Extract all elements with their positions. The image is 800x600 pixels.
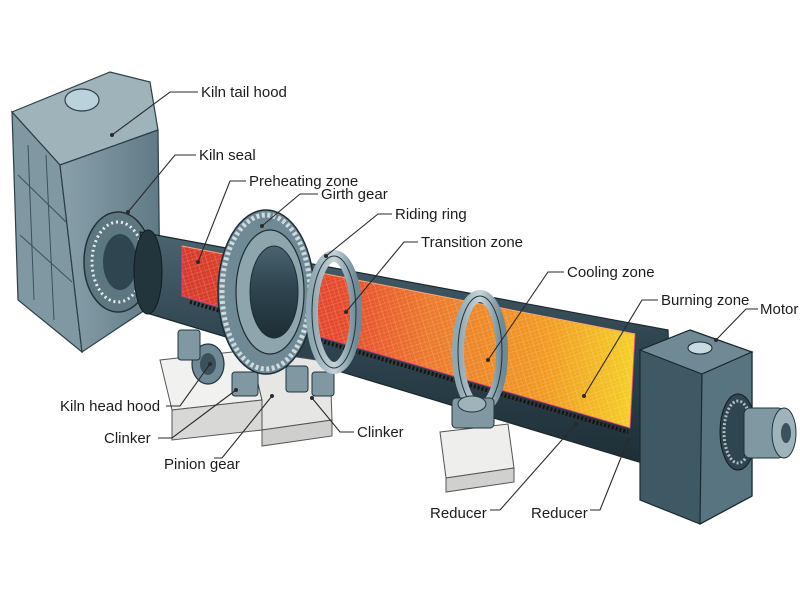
riding-ring-1 — [306, 250, 362, 374]
label-kiln-tail-hood: Kiln tail hood — [201, 84, 287, 101]
label-preheating-zone: Preheating zone — [249, 173, 358, 190]
kiln-head-hood — [638, 329, 754, 526]
label-burning-zone: Burning zone — [661, 292, 749, 309]
label-girth-gear: Girth gear — [321, 186, 388, 203]
label-clinker-left: Clinker — [104, 430, 151, 447]
label-reducer-right: Reducer — [531, 505, 588, 522]
label-pinion-gear: Pinion gear — [164, 456, 240, 473]
kiln-tail-hood — [10, 71, 161, 354]
label-kiln-seal: Kiln seal — [199, 147, 256, 164]
leader-lines — [110, 91, 758, 511]
label-transition-zone: Transition zone — [421, 234, 523, 251]
tail-hood-port — [64, 88, 100, 112]
middle-support — [439, 395, 515, 493]
label-clinker-right: Clinker — [357, 424, 404, 441]
label-kiln-head-hood: Kiln head hood — [60, 398, 160, 415]
label-riding-ring: Riding ring — [395, 206, 467, 223]
label-cooling-zone: Cooling zone — [567, 264, 655, 281]
motor-icon — [719, 393, 797, 471]
label-motor: Motor — [760, 301, 798, 318]
girth-gear — [217, 209, 315, 375]
kiln-end-cap — [133, 229, 163, 315]
label-reducer-left: Reducer — [430, 505, 487, 522]
